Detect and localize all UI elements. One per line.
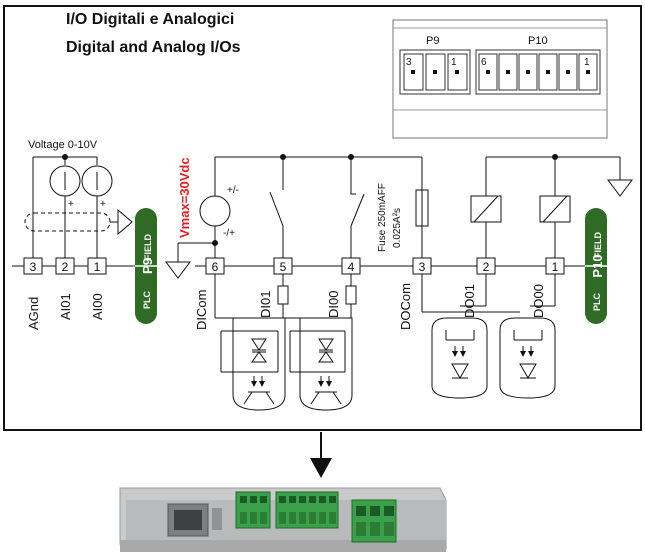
optocoupler-di00	[289, 317, 353, 411]
plc-device-photo	[119, 487, 447, 552]
terminal-ai00-number: 1	[94, 260, 101, 274]
badge-p10-name: P10	[590, 254, 605, 277]
terminal-di01-number: 5	[280, 260, 287, 274]
optocoupler-di01	[220, 317, 286, 411]
signal-do01-label: DO01	[462, 284, 477, 318]
down-arrow-icon	[310, 432, 332, 478]
badge-p10-field-text: FIELD	[593, 232, 603, 258]
resistor-di00	[345, 285, 357, 305]
signal-do00-label: DO00	[531, 284, 546, 318]
signal-ai00-label: AI00	[90, 293, 105, 320]
voltage-range-label: Voltage 0-10V	[28, 139, 98, 151]
signal-docom-label: DOCom	[398, 283, 413, 330]
badge-p10-plc-text: PLC	[592, 292, 602, 311]
source-minus-label: -/+	[223, 228, 235, 239]
fuse-rating-label: Fuse 250mAFF	[377, 183, 388, 252]
p9-plc-field-badge: FIELD P9 PLC	[135, 208, 157, 324]
terminal-dicom-number: 6	[212, 260, 219, 274]
p10-connector-label: P10	[528, 35, 548, 47]
cable-shield	[24, 212, 111, 232]
p10-pin-6-label: 6	[481, 57, 487, 68]
ground-symbol-relays	[607, 179, 633, 197]
resistor-di01	[277, 285, 289, 305]
analog-section: Voltage 0-10V + +	[12, 139, 140, 275]
signal-di01-label: DI01	[258, 291, 273, 318]
vmax-label: Vmax=30Vdc	[177, 157, 192, 238]
p9-connector-label: P9	[426, 35, 439, 47]
terminal-block-p10	[275, 491, 339, 529]
badge-p9-name: P9	[140, 258, 155, 274]
fuse-i2t-label: 0.025A²s	[392, 208, 403, 248]
switch-di01	[269, 191, 284, 227]
terminal-agnd-number: 3	[30, 260, 37, 274]
optocoupler-do00	[499, 317, 556, 399]
source-plus-label: +/-	[227, 185, 239, 196]
signal-ai01-label: AI01	[58, 293, 73, 320]
badge-p9-plc-text: PLC	[142, 290, 152, 309]
signal-agnd-label: AGnd	[26, 297, 41, 330]
p10-pin-1-label: 1	[584, 57, 590, 68]
field-voltage-source	[199, 195, 231, 227]
ground-symbol-dicom	[165, 261, 191, 279]
switch-di00	[350, 193, 365, 227]
p9-pin-3-label: 3	[406, 57, 412, 68]
digital-section	[165, 154, 633, 411]
terminal-do01-number: 2	[483, 260, 490, 274]
title-italian: I/O Digitali e Analogici	[66, 11, 234, 28]
badge-p9-field-text: FIELD	[143, 234, 153, 260]
terminal-di00-number: 4	[348, 260, 355, 274]
p9-pin-1-label: 1	[451, 57, 457, 68]
terminal-do00-number: 1	[552, 260, 559, 274]
title-english: Digital and Analog I/Os	[66, 39, 241, 56]
terminal-ai01-number: 2	[62, 260, 69, 274]
optocoupler-do01	[431, 317, 488, 399]
signal-di00-label: DI00	[326, 291, 341, 318]
p10-plc-field-badge: FIELD P10 PLC	[585, 208, 607, 324]
shield-ground-symbol	[117, 208, 133, 236]
connector-drawing: P9 P10 3 1 6 1	[392, 19, 608, 139]
plus-sign-ai01: +	[68, 199, 74, 210]
signal-dicom-label: DICom	[194, 290, 209, 330]
terminal-docom-number: 3	[419, 260, 426, 274]
plus-sign-ai00: +	[100, 199, 106, 210]
